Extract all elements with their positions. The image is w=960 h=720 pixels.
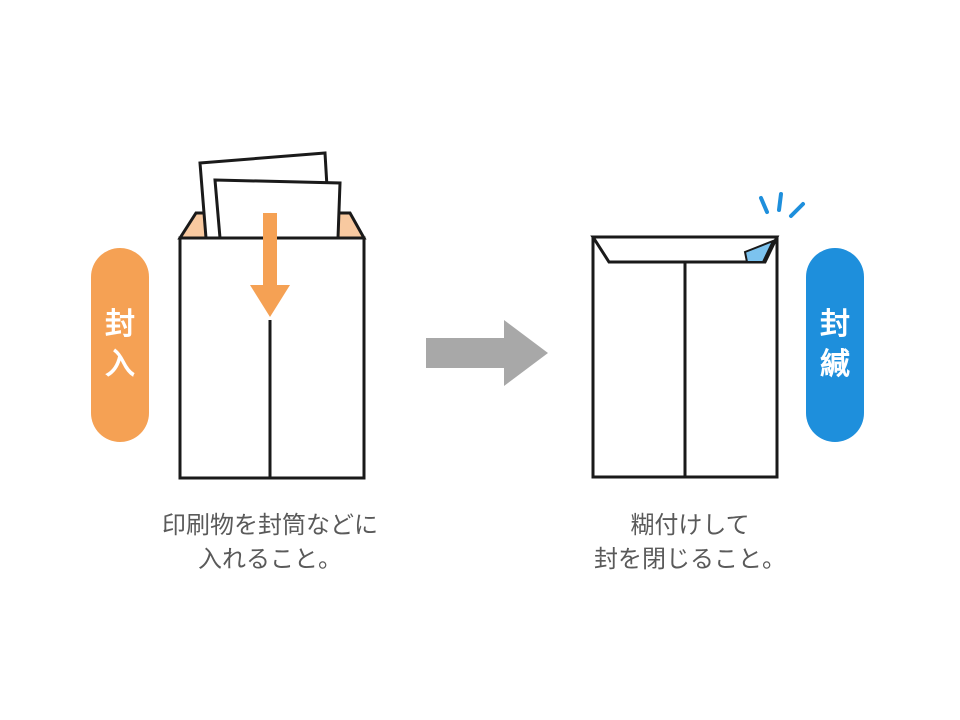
insert-caption-line-2: 入れること。 bbox=[198, 545, 342, 573]
seal-caption-line-2: 封を閉じること。 bbox=[594, 545, 786, 573]
right-arrow-icon bbox=[426, 320, 548, 386]
glue-sparkle-icon bbox=[759, 192, 805, 218]
seal-caption-line-1: 糊付けして bbox=[630, 511, 750, 539]
seal-badge-char-2: 緘 bbox=[820, 347, 850, 382]
envelope-open-icon bbox=[177, 151, 367, 480]
paper-front bbox=[213, 178, 342, 240]
seal-badge-char-1: 封 bbox=[820, 307, 850, 342]
insert-badge-char-2: 入 bbox=[105, 347, 135, 382]
seal-caption: 糊付けして 封を閉じること。 bbox=[520, 508, 860, 576]
envelope-sealed-icon bbox=[590, 235, 780, 479]
seal-badge: 封 緘 bbox=[806, 248, 864, 442]
insert-caption: 印刷物を封筒などに 入れること。 bbox=[100, 508, 440, 576]
insert-badge-char-1: 封 bbox=[105, 307, 135, 342]
insert-caption-line-1: 印刷物を封筒などに bbox=[162, 511, 378, 539]
down-arrow-icon bbox=[250, 213, 290, 317]
insert-badge: 封 入 bbox=[91, 248, 149, 442]
